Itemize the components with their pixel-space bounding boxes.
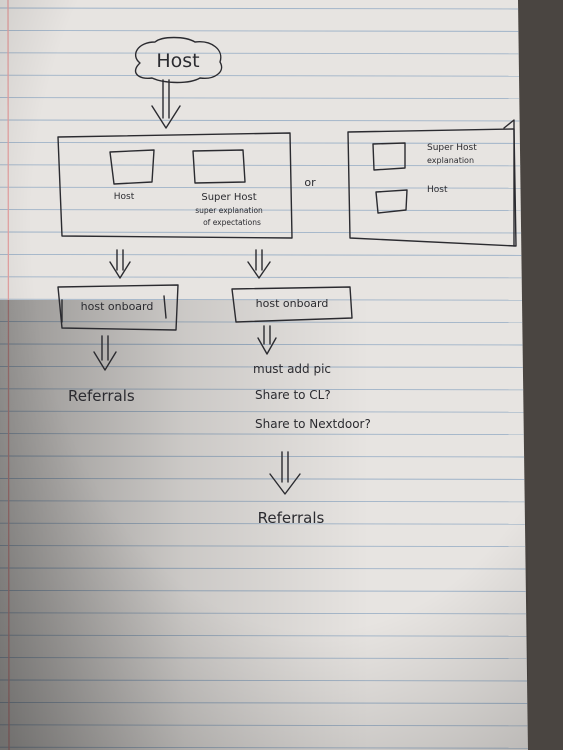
arrow-right-branch-1 — [247, 249, 271, 279]
right-step-2: Share to CL? — [255, 388, 331, 402]
host-cloud-shape — [134, 36, 223, 84]
arrow-left-branch-2 — [93, 335, 117, 371]
option-a-super-host-label-3: of expectations — [203, 218, 261, 227]
option-b-super-host-shape — [372, 142, 406, 171]
host-box-shape — [109, 149, 155, 185]
arrow-right-branch-2 — [257, 325, 277, 355]
arrow-left-branch-1 — [109, 249, 131, 279]
left-onboard-box — [57, 284, 179, 331]
option-a-super-host-label-1: Super Host — [201, 192, 256, 203]
right-onboard-box — [231, 286, 353, 323]
right-onboard-label: host onboard — [256, 297, 329, 310]
option-b-corner — [503, 119, 515, 247]
or-label: or — [304, 176, 316, 189]
left-onboard-label: host onboard — [81, 300, 154, 313]
vignette-overlay — [0, 0, 528, 750]
right-step-1: must add pic — [253, 362, 331, 376]
option-b-super-host-label-2: explanation — [427, 156, 474, 165]
left-onboard-tick-right — [163, 295, 167, 319]
option-b-box — [347, 128, 517, 247]
super-host-box-shape — [192, 149, 246, 184]
left-referrals-label: Referrals — [68, 387, 135, 405]
arrow-right-branch-3 — [269, 451, 301, 495]
option-b-host-label: Host — [427, 185, 448, 195]
option-b-host-shape — [375, 189, 408, 214]
option-a-box — [57, 132, 293, 239]
arrow-cloud-down — [151, 79, 181, 129]
option-a-super-host-label-2: super explanation — [195, 206, 263, 215]
option-a-host-label: Host — [114, 192, 135, 202]
bottom-referrals-label: Referrals — [258, 509, 325, 527]
right-step-3: Share to Nextdoor? — [255, 417, 371, 431]
start-node-label: Host — [156, 50, 199, 72]
option-b-super-host-label-1: Super Host — [427, 143, 477, 153]
